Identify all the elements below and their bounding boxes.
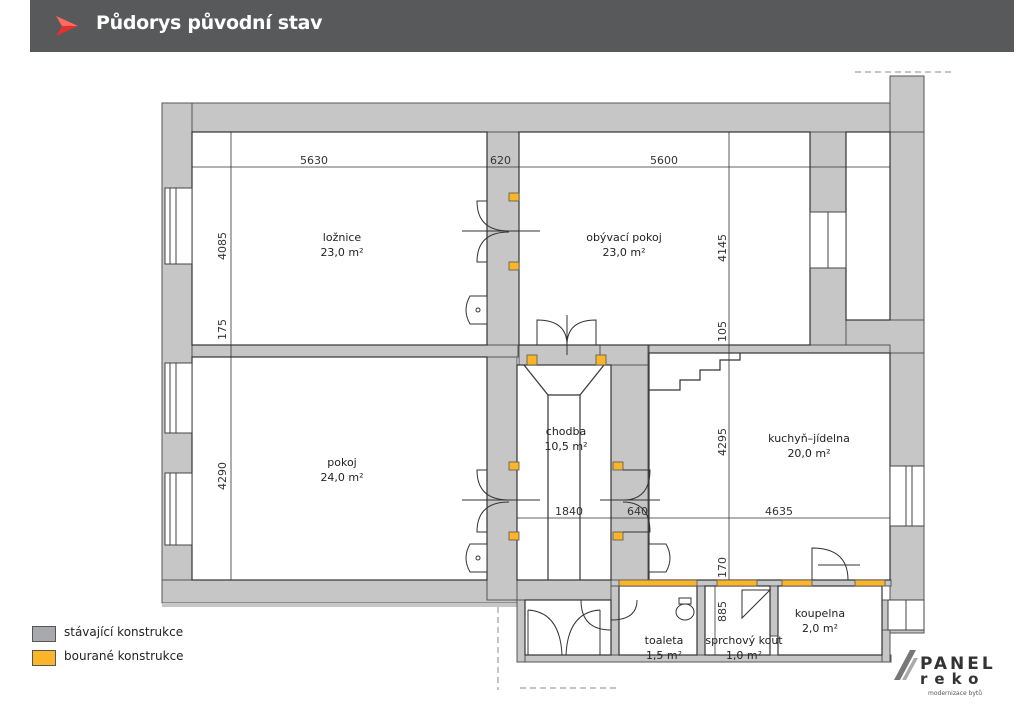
room-name: pokoj	[327, 456, 356, 469]
context-dashed-lines	[497, 71, 955, 690]
room-area: 1,0 m²	[726, 649, 762, 662]
brand-logo: PANEL reko modernizace bytů	[890, 640, 1020, 704]
room-area: 23,0 m²	[602, 246, 645, 259]
room-interiors	[191, 131, 891, 656]
dim-label: 175	[216, 319, 229, 340]
room-area: 1,5 m²	[646, 649, 682, 662]
brand-line-1: PANEL	[920, 654, 996, 674]
room-name: obývací pokoj	[586, 231, 662, 244]
arrow-logo-icon	[56, 16, 78, 36]
room-name: kuchyň–jídelna	[768, 432, 850, 445]
dimension-labels: 5630 620 5600 1840 640 4635 4085 175 429…	[216, 154, 793, 622]
room-area: 10,5 m²	[544, 440, 587, 453]
dim-label: 5630	[300, 154, 328, 167]
room-area: 2,0 m²	[802, 622, 838, 635]
room-labels: ložnice 23,0 m² obývací pokoj 23,0 m² po…	[320, 231, 849, 662]
dim-label: 4290	[216, 462, 229, 490]
room-name: sprchový kout	[705, 634, 783, 647]
room-area: 20,0 m²	[787, 447, 830, 460]
dimension-lines	[192, 132, 890, 655]
header-bar: Půdorys původní stav	[30, 0, 1014, 52]
doors	[462, 200, 860, 656]
room-area: 24,0 m²	[320, 471, 363, 484]
dim-label: 4635	[765, 505, 793, 518]
dim-label: 1840	[555, 505, 583, 518]
page-title: Půdorys původní stav	[96, 12, 323, 34]
room-name: toaleta	[645, 634, 684, 647]
dim-label: 640	[627, 505, 648, 518]
brand-line-2: reko	[920, 670, 986, 688]
legend-label: bourané konstrukce	[64, 649, 184, 663]
room-name: ložnice	[323, 231, 362, 244]
room-name: chodba	[546, 425, 586, 438]
panel-reko-logo-icon	[894, 650, 918, 680]
room-area: 23,0 m²	[320, 246, 363, 259]
dim-label: 170	[716, 557, 729, 578]
legend-swatch-demolished	[32, 650, 56, 666]
dim-label: 4085	[216, 232, 229, 260]
legend-swatch-existing	[32, 626, 56, 642]
legend-label: stávající konstrukce	[64, 625, 184, 639]
windows	[164, 187, 925, 631]
dim-label: 4295	[716, 428, 729, 456]
room-name: koupelna	[795, 607, 845, 620]
dim-label: 620	[490, 154, 511, 167]
dim-label: 4145	[716, 234, 729, 262]
dim-label: 105	[716, 321, 729, 342]
sinks	[465, 295, 695, 621]
dim-label: 885	[716, 601, 729, 622]
dim-label: 5600	[650, 154, 678, 167]
existing-walls	[161, 75, 925, 663]
brand-tagline: modernizace bytů	[928, 690, 983, 697]
demolished-walls	[508, 192, 886, 587]
